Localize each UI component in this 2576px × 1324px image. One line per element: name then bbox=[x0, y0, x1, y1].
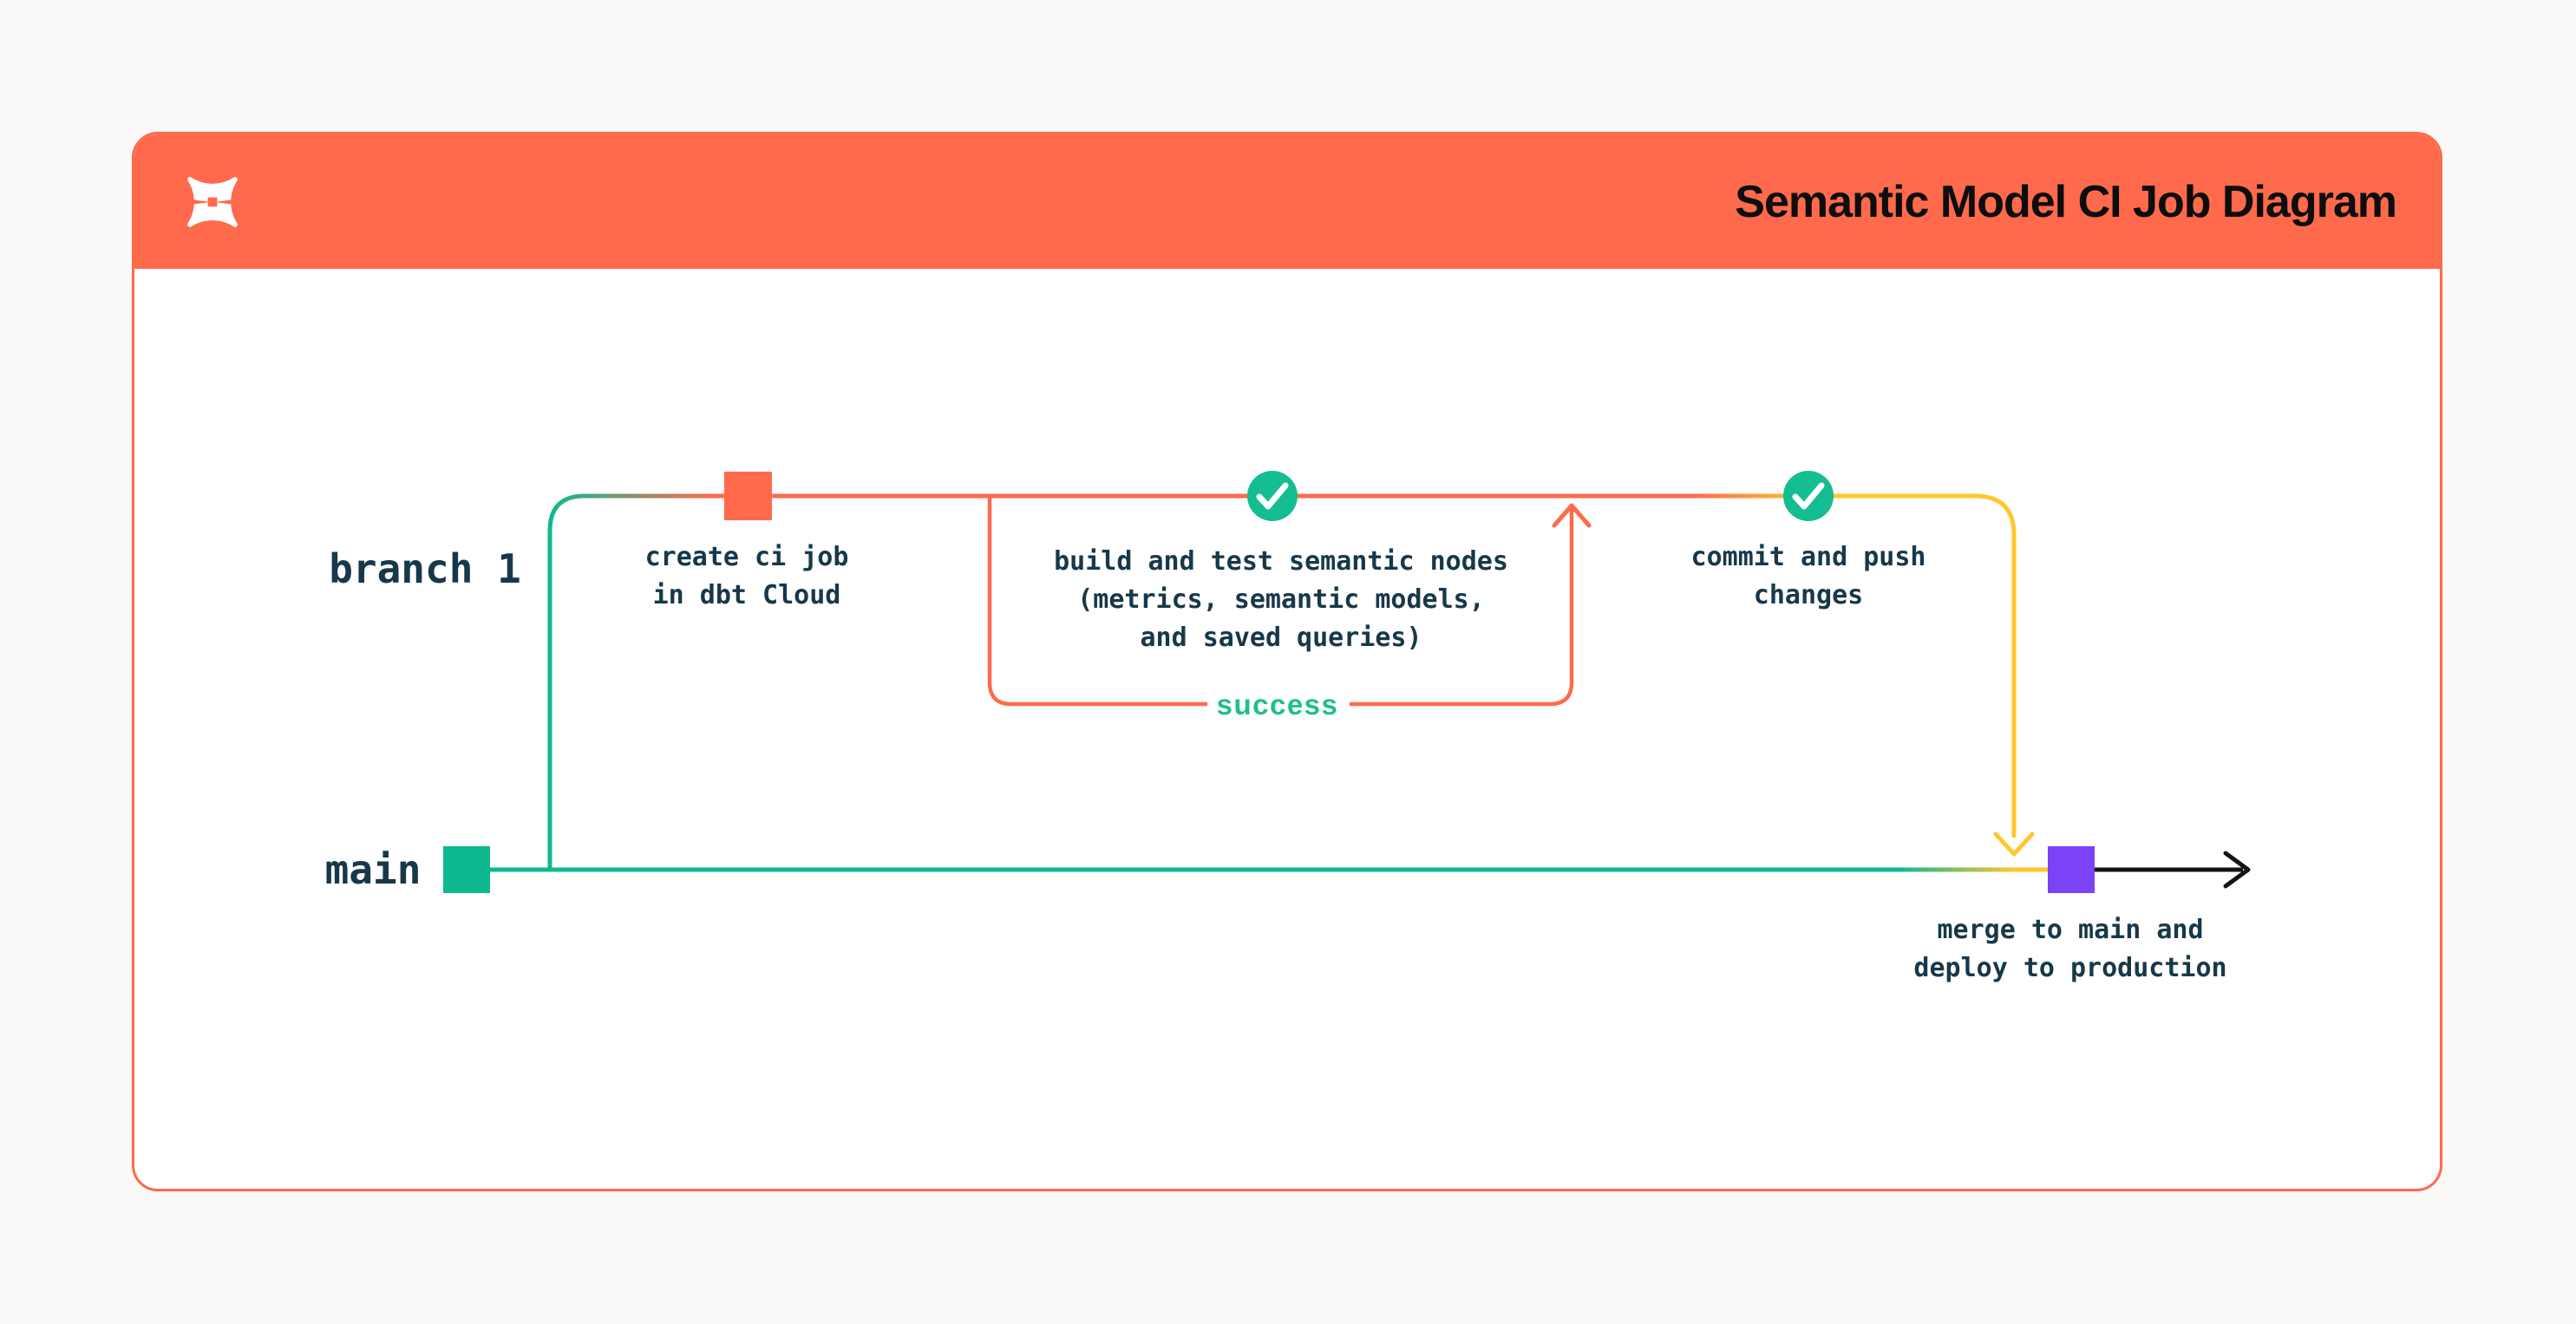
node-label-merge-deploy: merge to main and deploy to production bbox=[1913, 915, 2227, 983]
main-label: main bbox=[324, 846, 422, 893]
node-label-build-and-test: build and test semantic nodes (metrics, … bbox=[1054, 546, 1508, 653]
diagram-title: Semantic Model CI Job Diagram bbox=[1735, 176, 2397, 227]
success-label: success bbox=[1216, 688, 1339, 721]
node-label-create-ci-job: create ci job in dbt Cloud bbox=[644, 542, 849, 610]
branch-label: branch 1 bbox=[329, 545, 521, 592]
node-label-commit-and-push: commit and push changes bbox=[1690, 542, 1926, 610]
dbt-logo-icon bbox=[180, 176, 245, 227]
diagram-card: Semantic Model CI Job Diagram bbox=[132, 132, 2442, 1191]
card-header: Semantic Model CI Job Diagram bbox=[134, 134, 2440, 269]
